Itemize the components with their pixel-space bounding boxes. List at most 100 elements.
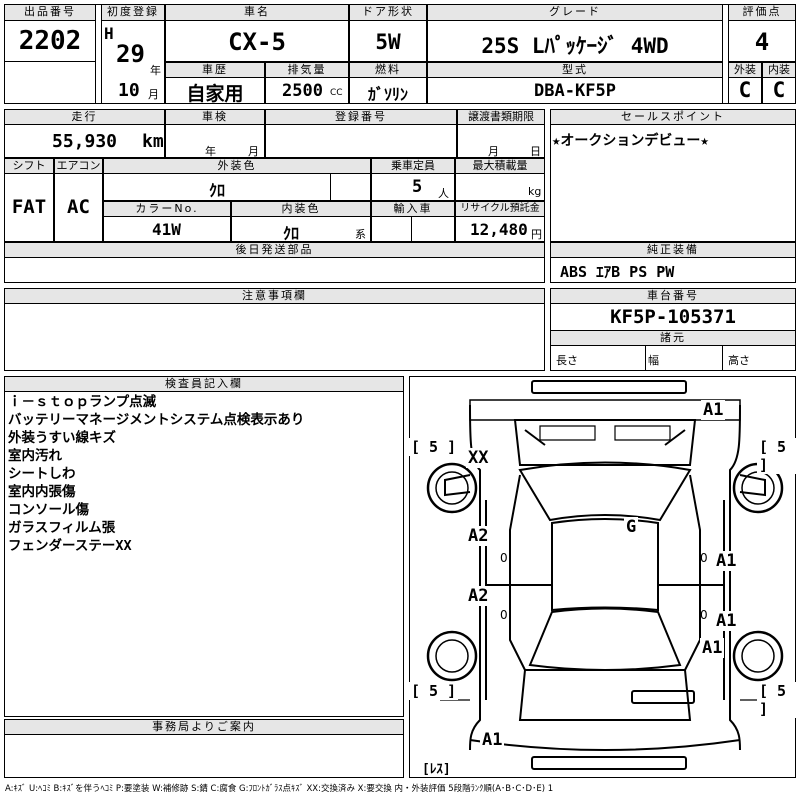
month-value: 10 bbox=[118, 80, 140, 101]
door-header: ドア形状 bbox=[349, 4, 427, 21]
car-diagram bbox=[426, 380, 784, 770]
mark-rear-bumper: A1 bbox=[480, 730, 505, 750]
body-right-outline bbox=[729, 404, 741, 751]
left-pillar bbox=[509, 474, 526, 671]
width-label: 幅 bbox=[648, 354, 659, 367]
inspector-line: ガラスフィルム張 bbox=[8, 520, 116, 536]
tire-front-left bbox=[426, 462, 478, 514]
first-reg-cell bbox=[101, 20, 165, 104]
inspection-year-unit: 年 bbox=[205, 145, 216, 158]
mark-front-door-left: A2 bbox=[466, 526, 491, 546]
shift-cell bbox=[4, 173, 54, 242]
inspector-line: コンソール傷 bbox=[8, 502, 89, 518]
fuel-cell bbox=[349, 77, 427, 104]
inspector-line: 室内内張傷 bbox=[8, 484, 76, 500]
mark-rear-fender-right: A1 bbox=[700, 638, 725, 658]
ext-color-divider bbox=[330, 173, 331, 201]
lot-no-blank bbox=[4, 61, 96, 104]
recycle-value: 12,480 bbox=[470, 220, 528, 239]
door-value: 5W bbox=[375, 30, 401, 54]
capacity-header: 乗車定員 bbox=[371, 158, 455, 174]
int-header: 内装 bbox=[762, 62, 796, 78]
tire-tread-rear-left: [ 5 ] bbox=[409, 682, 459, 700]
mileage-cell bbox=[4, 124, 165, 158]
mark-front-door-right: A1 bbox=[714, 551, 739, 571]
model-value: DBA-KF5P bbox=[534, 81, 616, 101]
car-name-header: 車名 bbox=[165, 4, 349, 21]
history-cell bbox=[165, 77, 265, 104]
inspector-header: 検査員記入欄 bbox=[4, 376, 404, 392]
model-cell bbox=[427, 77, 723, 104]
tire-rear-right-inner bbox=[741, 639, 775, 673]
sales-cell bbox=[550, 124, 796, 242]
score-cell bbox=[728, 20, 796, 62]
color-no-header: カラーNo. bbox=[103, 201, 231, 217]
year-unit: 年 bbox=[150, 64, 161, 77]
inspector-line: 室内汚れ bbox=[8, 448, 62, 464]
car-name-cell bbox=[165, 20, 349, 62]
reg-no-cell bbox=[265, 124, 457, 158]
sales-value: ★オークションデビュー★ bbox=[552, 133, 709, 149]
int-cell bbox=[762, 77, 796, 104]
inspector-line: バッテリーマネージメントシステム点検表示あり bbox=[8, 412, 305, 428]
displacement-header: 排気量 bbox=[265, 62, 349, 78]
inspector-cell bbox=[4, 391, 404, 717]
max-load-header: 最大積載量 bbox=[455, 158, 545, 174]
import-divider bbox=[411, 216, 412, 242]
recycle-unit: 円 bbox=[531, 228, 542, 241]
grade-header: グレード bbox=[427, 4, 723, 21]
inspector-notes: ｉ－ｓｔｏｐランプ点滅 バッテリーマネージメントシステム点検表示あり 外装うすい… bbox=[8, 393, 304, 555]
legend-text: A:ｷｽﾞ U:ﾍｺﾐ B:ｷｽﾞを伴うﾍｺﾐ P:要塗装 W:補修跡 S:錆 … bbox=[5, 784, 554, 794]
equip-cell bbox=[550, 257, 796, 283]
inspection-month-unit: 月 bbox=[248, 145, 259, 158]
color-no-value: 41W bbox=[152, 220, 181, 239]
diagram-frame bbox=[409, 376, 796, 778]
max-load-unit: kg bbox=[528, 185, 542, 198]
history-header: 車歴 bbox=[165, 62, 265, 78]
caution-header: 注意事項欄 bbox=[4, 288, 545, 304]
inspector-line: シートしわ bbox=[8, 466, 76, 482]
spare-ring bbox=[469, 739, 741, 751]
inspection-header: 車検 bbox=[165, 109, 265, 125]
door-cell bbox=[349, 20, 427, 62]
displacement-value: 2500 bbox=[282, 81, 323, 101]
tire-front-left-inner bbox=[435, 471, 469, 505]
year-value: 29 bbox=[116, 40, 145, 68]
front-grille bbox=[524, 429, 686, 446]
left-mirror bbox=[444, 474, 471, 497]
right-pillar bbox=[684, 474, 701, 671]
era-value: H bbox=[104, 24, 114, 43]
transfer-day-unit: 日 bbox=[530, 145, 541, 158]
grade-value: 25S Lﾊﾟｯｹｰｼﾞ 4WD bbox=[481, 34, 669, 58]
history-value: 自家用 bbox=[186, 83, 244, 105]
hood-outline bbox=[469, 399, 741, 421]
sales-header: セールスポイント bbox=[550, 109, 796, 125]
max-load-cell bbox=[455, 173, 545, 201]
inspector-line: 外装うすい線キズ bbox=[8, 430, 116, 446]
ext-color-cell bbox=[103, 173, 371, 201]
mark-windshield: G bbox=[624, 517, 639, 537]
capacity-cell bbox=[371, 173, 455, 201]
ac-value: AC bbox=[67, 196, 90, 218]
int-color-cell bbox=[231, 216, 371, 242]
spec-header: 諸元 bbox=[550, 330, 796, 346]
grade-cell bbox=[427, 20, 723, 62]
mark-rear-door-left: A2 bbox=[466, 586, 491, 606]
trunk-panel bbox=[518, 669, 692, 721]
length-label: 長さ bbox=[556, 354, 578, 367]
capacity-unit: 人 bbox=[438, 187, 449, 200]
parts-cell bbox=[4, 257, 545, 283]
parts-header: 後日発送部品 bbox=[4, 242, 545, 258]
ext-header: 外装 bbox=[728, 62, 762, 78]
ac-header: エアコン bbox=[54, 158, 103, 174]
int-color-unit: 系 bbox=[355, 228, 366, 241]
front-lamp-left bbox=[539, 425, 596, 441]
zero-mark-left-rear: 0 bbox=[500, 608, 508, 622]
front-bumper-panel bbox=[531, 380, 687, 394]
int-color-header: 内装色 bbox=[231, 201, 371, 217]
rear-plate bbox=[631, 690, 695, 704]
tires bbox=[426, 462, 784, 682]
displacement-unit: CC bbox=[330, 88, 343, 98]
shift-header: シフト bbox=[4, 158, 54, 174]
hood-panel bbox=[513, 419, 697, 466]
